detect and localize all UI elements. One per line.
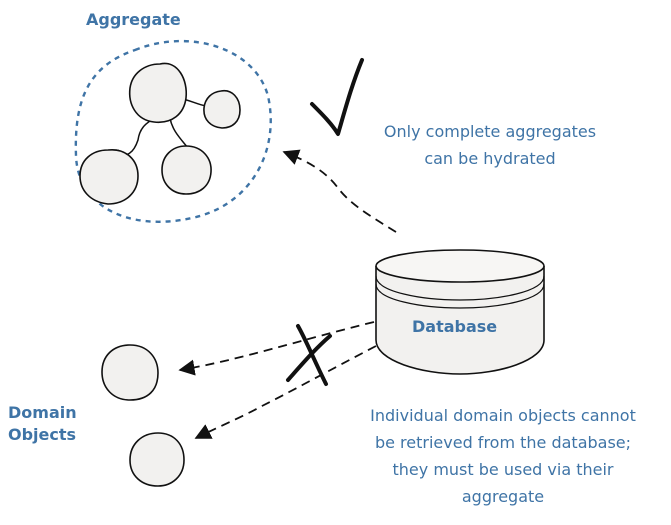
- aggregate-child-node-bottom: [161, 145, 212, 195]
- aggregate-label: Aggregate: [86, 10, 181, 29]
- aggregate-root-node: [128, 62, 187, 123]
- database-label: Database: [412, 317, 498, 336]
- failure-note-line: they must be used via their: [392, 460, 614, 479]
- failure-note: Individual domain objects cannot be retr…: [336, 402, 670, 510]
- domain-objects-label: Domain Objects: [8, 402, 77, 446]
- domain-object-node-2: [129, 432, 185, 487]
- database-cylinder-body: [375, 266, 545, 375]
- database-ring-2: [375, 283, 545, 309]
- aggregate-boundary: [74, 39, 272, 223]
- aggregate-child-node-left: [79, 149, 139, 205]
- domain-object-node-1: [101, 344, 159, 401]
- database-ring-1: [375, 275, 545, 301]
- success-note: Only complete aggregates can be hydrated: [340, 118, 640, 172]
- arrow-database-to-domain-object-2: [194, 345, 377, 439]
- failure-note-line: aggregate: [461, 487, 545, 506]
- failure-note-line: Individual domain objects cannot: [370, 406, 636, 425]
- domain-objects-label-line: Domain: [8, 403, 77, 422]
- domain-objects-label-line: Objects: [8, 425, 77, 444]
- failure-note-line: be retrieved from the database;: [374, 433, 632, 452]
- aggregate-connector-bottom: [169, 117, 189, 149]
- check-mark-icon: [310, 58, 364, 136]
- success-note-line: Only complete aggregates: [383, 122, 597, 141]
- cross-mark-icon: [286, 324, 332, 386]
- success-note-line: can be hydrated: [424, 149, 556, 168]
- arrow-database-to-domain-object-1: [178, 321, 375, 376]
- aggregate-child-node-right: [203, 89, 241, 129]
- database-cylinder-top: [375, 249, 545, 283]
